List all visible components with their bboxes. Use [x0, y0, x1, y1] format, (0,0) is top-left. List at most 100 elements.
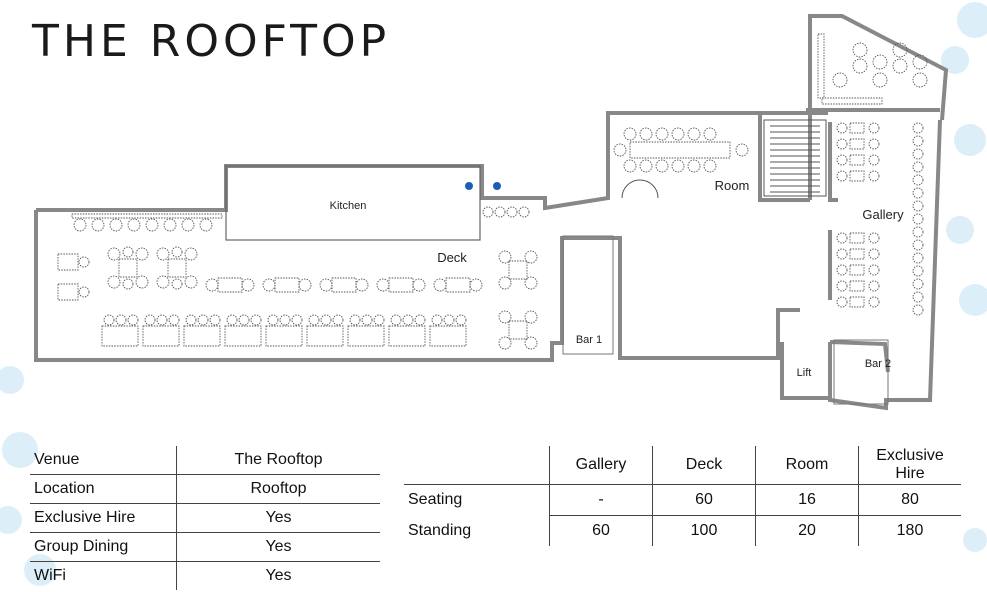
table [265, 325, 303, 347]
table [508, 320, 528, 340]
chair [912, 278, 924, 290]
chair [687, 159, 701, 173]
stairs [763, 119, 827, 197]
venue-logo: THE ROOFTOP [32, 16, 391, 67]
bar-1-label: Bar 1 [576, 334, 602, 346]
door-marker-left [465, 182, 473, 190]
decor-swirl [0, 366, 24, 394]
chair [832, 72, 848, 88]
chair [868, 280, 880, 292]
info-value: Yes [176, 532, 380, 562]
decor-swirl [941, 46, 969, 74]
room-label: Room [715, 178, 750, 193]
chair [892, 42, 908, 58]
chair [671, 127, 685, 141]
chair [205, 278, 219, 292]
chair [912, 174, 924, 186]
table [71, 213, 223, 219]
capacity-cell: - [549, 484, 653, 516]
chair [361, 314, 373, 326]
chair [144, 314, 156, 326]
gallery-label: Gallery [862, 207, 904, 222]
table [849, 154, 865, 166]
chair [433, 278, 447, 292]
capacity-cell: 60 [652, 484, 756, 516]
chair [687, 127, 701, 141]
chair [73, 218, 87, 232]
chair [912, 54, 928, 70]
capacity-cell: 100 [652, 515, 756, 546]
capacity-header: Deck [652, 446, 756, 485]
chair [78, 256, 90, 268]
table [101, 325, 139, 347]
chair [279, 314, 291, 326]
chair [912, 252, 924, 264]
capacity-corner [404, 446, 550, 485]
chair [122, 278, 134, 290]
chair [181, 218, 195, 232]
chair [455, 314, 467, 326]
info-value: Yes [176, 503, 380, 533]
chair [912, 200, 924, 212]
chair [623, 127, 637, 141]
chair [145, 218, 159, 232]
info-key: Group Dining [30, 532, 177, 562]
chair [226, 314, 238, 326]
capacity-header: Exclusive Hire [858, 446, 961, 485]
decor-swirl [0, 506, 22, 534]
chair [107, 247, 121, 261]
bar-1-counter [562, 235, 614, 355]
chair [163, 218, 177, 232]
chair [703, 127, 717, 141]
table [331, 277, 357, 293]
chair [250, 314, 262, 326]
capacity-header: Room [755, 446, 859, 485]
chair [868, 138, 880, 150]
chair [127, 314, 139, 326]
chair [156, 247, 170, 261]
chair [443, 314, 455, 326]
chair [836, 232, 848, 244]
info-key: WiFi [30, 561, 177, 590]
chair [524, 310, 538, 324]
info-value: The Rooftop [176, 446, 380, 475]
chair [494, 206, 506, 218]
chair [671, 159, 685, 173]
chair [703, 159, 717, 173]
chair [872, 54, 888, 70]
walls [34, 14, 949, 411]
table [224, 325, 262, 347]
table [429, 325, 467, 347]
table [821, 97, 883, 105]
chair [836, 280, 848, 292]
chair [402, 314, 414, 326]
capacity-cell: 60 [549, 515, 653, 546]
chair [524, 336, 538, 350]
chair [912, 122, 924, 134]
kitchen-label: Kitchen [330, 200, 367, 212]
chair [836, 170, 848, 182]
capacity-cell: 16 [755, 484, 859, 516]
chair [241, 278, 255, 292]
room-door [621, 179, 659, 199]
kitchen-area [225, 165, 481, 241]
table [817, 33, 825, 99]
chair [171, 246, 183, 258]
chair [376, 278, 390, 292]
door-marker-right [493, 182, 501, 190]
chair [197, 314, 209, 326]
table [445, 277, 471, 293]
chair [320, 314, 332, 326]
chair [912, 161, 924, 173]
chair [836, 154, 848, 166]
chair [168, 314, 180, 326]
chair [836, 264, 848, 276]
chair [655, 159, 669, 173]
chair [613, 143, 627, 157]
chair [238, 314, 250, 326]
